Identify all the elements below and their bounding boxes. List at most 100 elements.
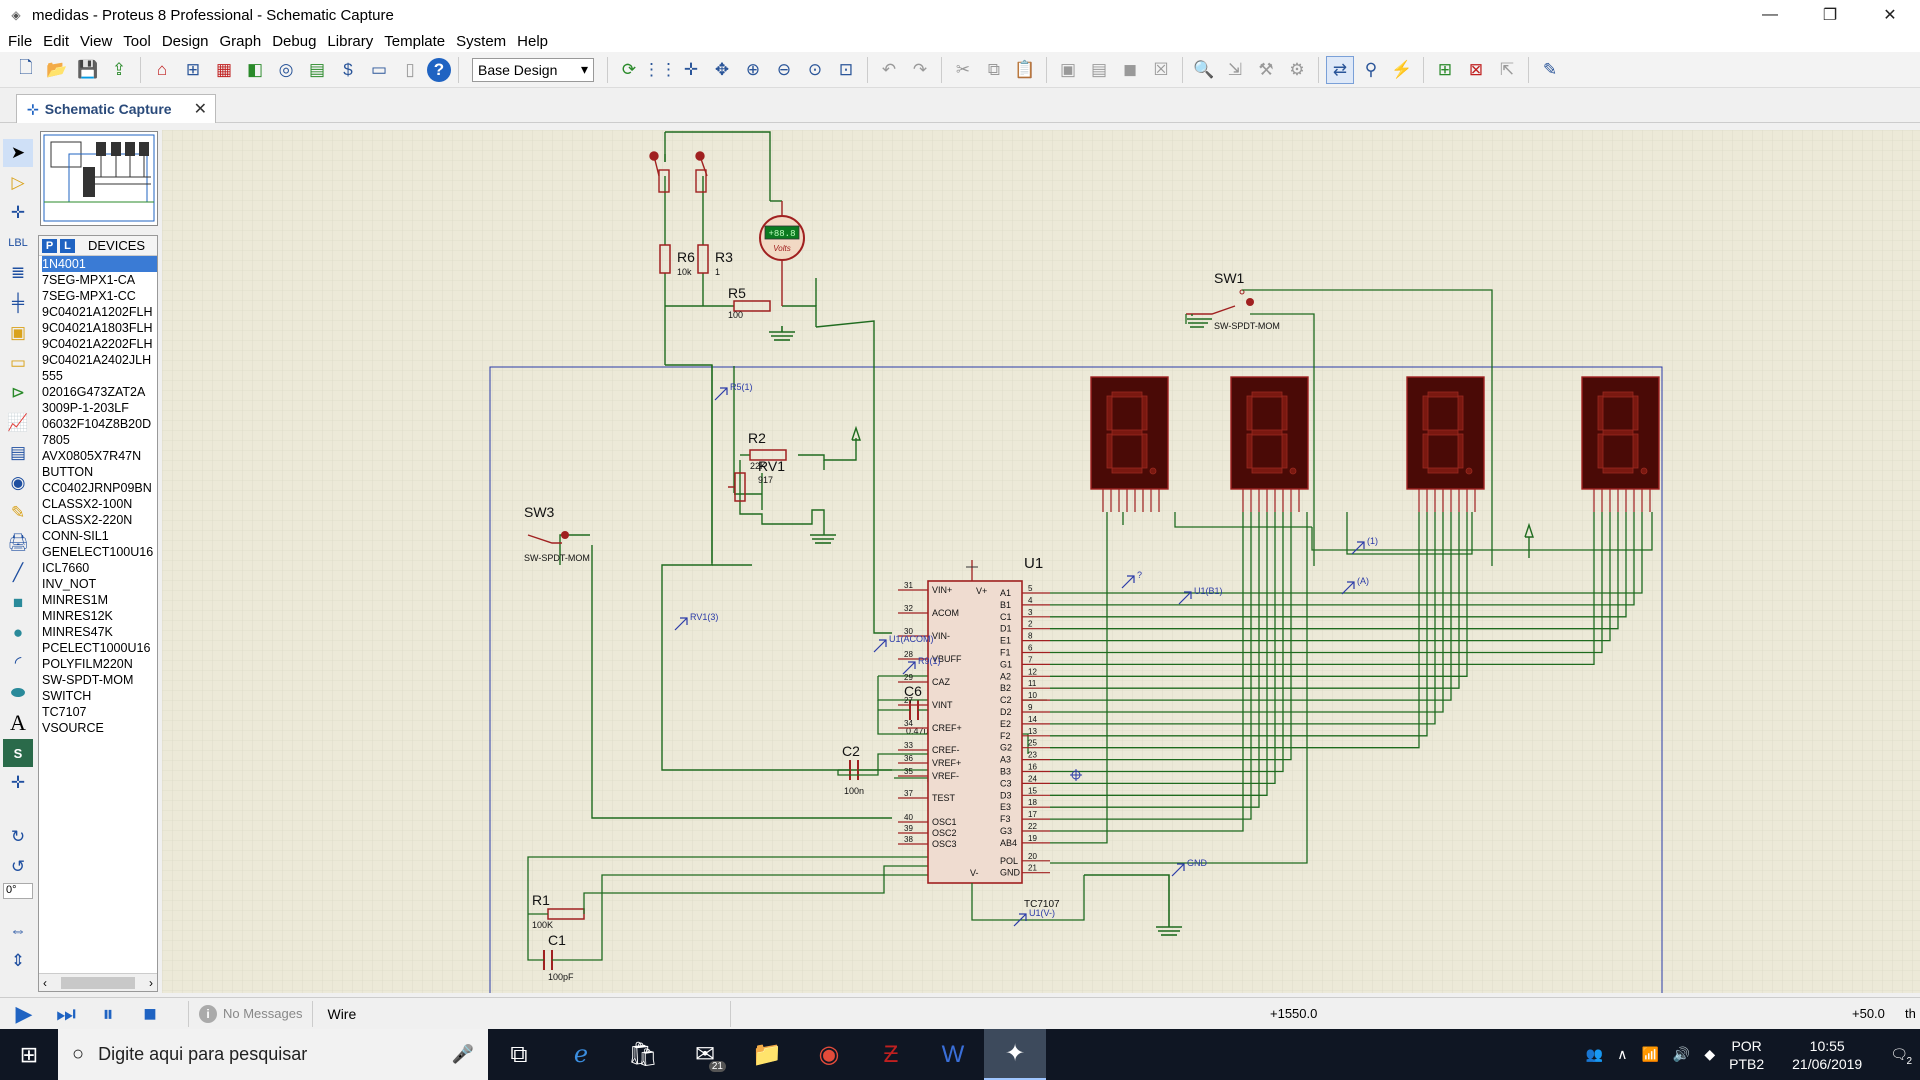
gerber-icon[interactable]: ◎ [278,59,294,79]
mail-icon[interactable]: ✉21 [674,1029,736,1080]
home-icon[interactable]: ⌂ [156,59,168,79]
block-delete-icon[interactable]: ☒ [1153,59,1169,79]
voltage-probe[interactable]: GND [1171,858,1208,877]
proteus-taskbar-icon[interactable]: ✦ [984,1029,1046,1080]
clock[interactable]: 10:55 21/06/2019 [1792,1037,1862,1073]
open-folder-icon[interactable]: 📂 [46,59,68,79]
rotate-anticlockwise-icon[interactable]: ↺ [10,857,26,876]
device-list-item[interactable]: 06032F104Z8B20D [42,417,152,431]
menu-edit[interactable]: Edit [43,32,70,50]
3d-view-icon[interactable]: ◧ [246,59,264,79]
component-mode-icon[interactable]: ▷ [11,173,25,192]
marker-2d-icon[interactable]: ✛ [10,773,26,792]
device-list-item[interactable]: 1N4001 [42,256,157,272]
menu-file[interactable]: File [8,32,33,50]
schematic-icon[interactable]: ⊞ [185,59,201,79]
grid-toggle-icon[interactable]: ⋮⋮ [643,59,677,79]
zoom-area-icon[interactable]: ⊡ [838,59,854,79]
taskbar-search-box[interactable]: ○ Digite aqui para pesquisar 🎤 [58,1029,488,1080]
filezilla-icon[interactable]: Ƶ [883,1040,899,1068]
messages-indicator[interactable]: i No Messages [188,1000,314,1027]
ic-pin-right[interactable]: 6F1 [1000,644,1050,658]
buses-icon[interactable]: ╪ [11,293,25,312]
import-icon[interactable]: ⇪ [111,59,127,79]
search-tag-icon[interactable]: ⚲ [1364,59,1378,79]
stop-icon[interactable]: ■ [143,1000,157,1026]
text-script-icon[interactable]: ≣ [10,263,26,282]
scroll-left-icon[interactable]: ‹ [43,975,47,990]
voltage-probe[interactable]: U1(B1) [1178,586,1223,605]
device-list-item[interactable]: AVX0805X7R47N [42,449,142,463]
word-icon[interactable]: W [941,1040,965,1068]
scroll-thumb[interactable] [61,976,135,989]
arc-2d-icon[interactable]: ◜ [14,653,22,672]
voltage-probe-icon[interactable]: ✎ [10,503,26,522]
resistor-r3[interactable]: R31 [697,244,733,277]
undo-icon[interactable]: ↶ [881,59,897,79]
schematic-editing-window[interactable]: R610kR31R5100R222KRV1917R947KR1100KC60.4… [162,130,1920,993]
device-list-item[interactable]: TC7107 [42,705,87,719]
voltage-probe[interactable]: RV1(3) [674,612,718,631]
redo-icon[interactable]: ↷ [912,59,928,79]
block-move-icon[interactable]: ▤ [1090,59,1108,79]
seven-segment-display[interactable] [1230,376,1309,512]
decompose-icon[interactable]: ⚙ [1289,59,1305,79]
zoom-out-icon[interactable]: ⊖ [776,59,792,79]
terminals-icon[interactable]: ▭ [9,353,27,372]
pcb-icon[interactable]: ▦ [215,59,233,79]
design-variant-select[interactable]: Base Design ▾ [472,57,594,82]
device-list-item[interactable]: CONN-SIL1 [42,529,109,543]
device-list-item[interactable]: SWITCH [42,689,92,703]
device-list-item[interactable]: ICL7660 [42,561,90,575]
menu-help[interactable]: Help [517,32,549,50]
device-list-item[interactable]: INV_NOT [42,577,97,591]
tab-schematic-capture[interactable]: ⊹ Schematic Capture ✕ [16,94,216,123]
pick-device-icon[interactable]: 🔍 [1193,59,1215,79]
mirror-horizontal-icon[interactable]: ⇔ [9,921,27,940]
rotation-angle-field[interactable]: 0° [3,883,33,899]
file-explorer-icon[interactable]: 📁 [752,1041,782,1068]
wire-autorouter-icon[interactable]: ⇄ [1326,55,1354,84]
new-file-icon[interactable]: 🗋 [19,58,33,77]
voltage-probe[interactable]: (1) [1351,536,1378,555]
device-list-item[interactable]: 7SEG-MPX1-CC [42,289,136,303]
seven-segment-display[interactable] [1406,376,1485,512]
copy-icon[interactable]: ⧉ [987,59,1001,79]
switch-sw1[interactable]: SW1 SW-SPDT-MOM [1185,270,1493,566]
seven-segment-display[interactable] [1581,376,1660,512]
box-2d-icon[interactable]: ■ [12,593,24,612]
task-view-icon[interactable]: ⧉ [510,1040,528,1068]
help-icon[interactable]: ? [427,57,451,82]
source-code-icon[interactable]: ▭ [370,59,388,79]
voltage-probe[interactable]: (A) [1341,576,1369,595]
ic-pin-right[interactable]: 7G1 [1000,655,1050,669]
menu-library[interactable]: Library [327,32,374,50]
device-list-item[interactable]: 3009P-1-203LF [42,401,129,415]
ic-pin-right[interactable]: 3C1 [1000,608,1050,622]
block-copy-icon[interactable]: ▣ [1059,59,1077,79]
microphone-icon[interactable]: 🎤 [451,1044,474,1064]
origin-icon[interactable]: ✛ [683,59,699,79]
block-rotate-icon[interactable]: ◼ [1122,59,1138,79]
device-list-scrollbar[interactable]: ‹ › [39,973,157,991]
graph-mode-icon[interactable]: 📈 [7,413,29,432]
step-icon[interactable]: ⏭ [56,1000,76,1026]
line-2d-icon[interactable]: ╱ [12,563,24,582]
dropbox-icon[interactable]: ◆ [1704,1046,1716,1062]
ic-pin-right[interactable]: 8E1 [1000,632,1050,646]
cut-icon[interactable]: ✂ [955,59,971,79]
device-pins-icon[interactable]: ⊳ [10,383,26,402]
capacitor-c6[interactable]: C60.47u [904,683,929,736]
